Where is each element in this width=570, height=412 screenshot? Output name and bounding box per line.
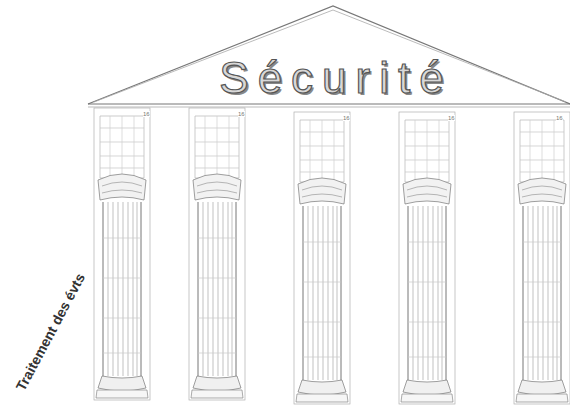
roof-base [88,107,570,108]
page-number: 16 [143,111,150,117]
roof-pediment: Sécurité [86,4,570,108]
page-number: 16 [556,115,563,121]
roof-line [94,10,566,102]
roof-line [88,6,570,104]
roof-title: Sécurité [219,56,452,100]
page-number: 16 [448,115,455,121]
page-number: 16 [343,115,350,121]
roof-base [88,103,570,104]
page-number: 16 [238,111,245,117]
pillar-label: Traitement des évts [13,271,87,393]
